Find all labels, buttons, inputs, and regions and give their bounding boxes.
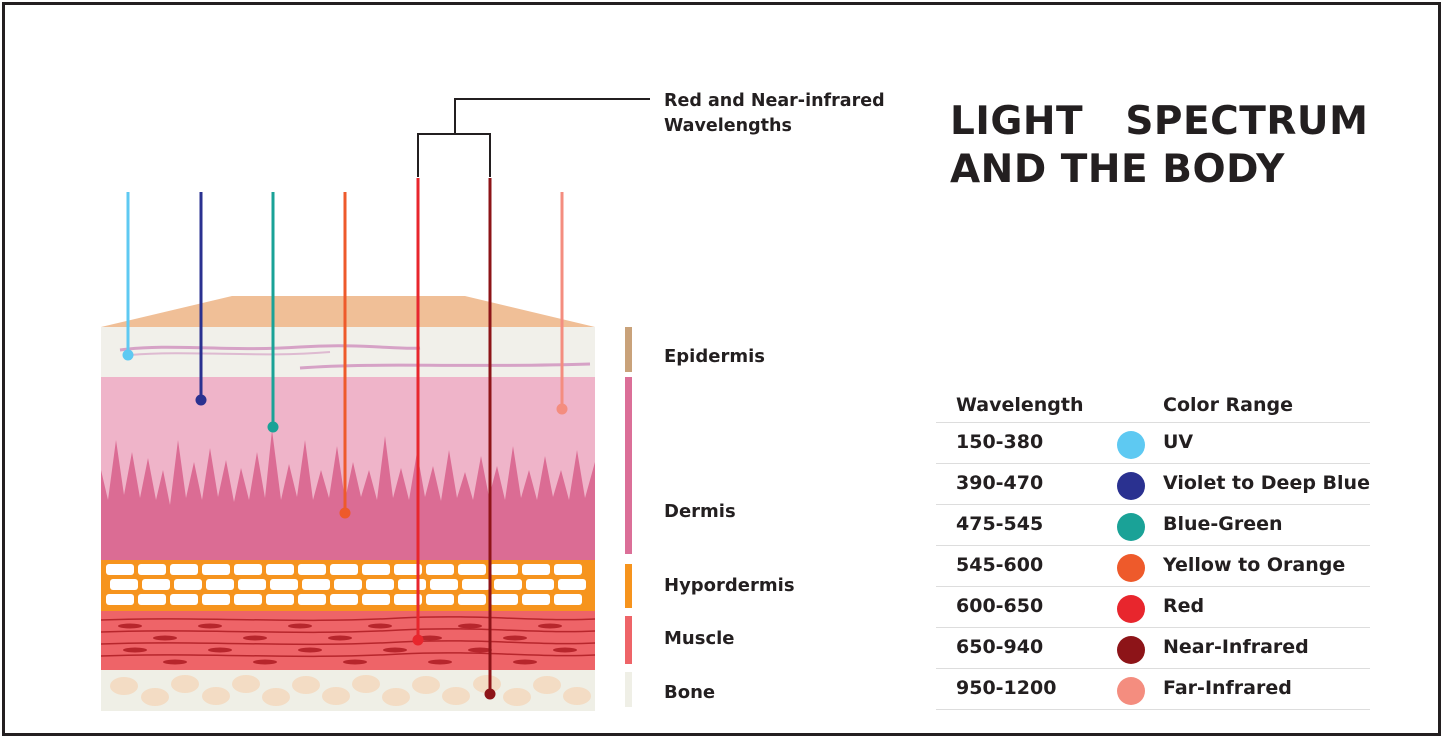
color-swatch [1117,554,1145,582]
epidermis-layer [101,327,595,377]
layer-label-hypodermis: Hypordermis [664,575,795,596]
ray-far-infrared [556,192,568,415]
page-title: LIGHT SPECTRUM AND THE BODY [950,98,1410,194]
row-color-range: Far-Infrared [1163,677,1292,699]
row-wavelength: 950-1200 [956,677,1057,699]
table-header: Wavelength Color Range [936,388,1370,423]
callout-line-2: Wavelengths [664,116,792,136]
table-row: 475-545 Blue-Green [936,505,1370,546]
color-swatch [1117,513,1145,541]
table-row: 390-470 Violet to Deep Blue [936,464,1370,505]
ray-orange [339,192,351,519]
color-swatch [1117,677,1145,705]
color-swatch [1117,595,1145,623]
row-wavelength: 600-650 [956,595,1044,617]
dermis-papillae [101,430,595,560]
bone-bar [625,672,632,707]
muscle-nuclei [118,623,577,665]
header-wavelength: Wavelength [956,394,1084,416]
skin-surface [101,296,595,327]
header-color-range: Color Range [1163,394,1294,416]
row-color-range: Violet to Deep Blue [1163,472,1370,494]
dermis-bar [625,377,632,554]
hypodermis-bar [625,564,632,608]
row-wavelength: 545-600 [956,554,1044,576]
light-rays [122,178,568,700]
row-color-range: UV [1163,431,1194,453]
row-color-range: Blue-Green [1163,513,1283,535]
table-row: 150-380 UV [936,423,1370,464]
row-wavelength: 390-470 [956,472,1044,494]
muscle-bar [625,616,632,664]
ray-blue-green [267,192,279,433]
title-line-2: AND THE BODY [950,147,1285,192]
ray-uv [122,192,134,361]
table-row: 545-600 Yellow to Orange [936,546,1370,587]
bone-cells [110,675,591,706]
row-wavelength: 475-545 [956,513,1044,535]
layer-label-dermis: Dermis [664,501,736,522]
layer-label-muscle: Muscle [664,628,735,649]
ray-near-infrared [484,178,496,700]
row-wavelength: 150-380 [956,431,1044,453]
row-color-range: Red [1163,595,1205,617]
wavelength-table: Wavelength Color Range 150-380 UV 390-47… [936,388,1370,710]
epidermis-bar [625,327,632,372]
color-swatch [1117,636,1145,664]
color-swatch [1117,431,1145,459]
muscle-fibers [101,616,595,658]
title-line-1: LIGHT SPECTRUM [950,99,1369,144]
row-color-range: Near-Infrared [1163,636,1309,658]
table-row: 950-1200 Far-Infrared [936,669,1370,710]
table-row: 600-650 Red [936,587,1370,628]
ray-violet [195,192,207,406]
layer-label-bone: Bone [664,682,716,703]
callout-bracket [417,98,650,177]
layer-label-epidermis: Epidermis [664,346,765,367]
ray-red [412,178,424,646]
row-wavelength: 650-940 [956,636,1044,658]
callout-line-1: Red and Near-infrared [664,91,885,111]
red-nir-callout: Red and Near-infrared Wavelengths [664,89,885,139]
color-swatch [1117,472,1145,500]
row-color-range: Yellow to Orange [1163,554,1346,576]
fat-cells [106,564,586,605]
table-row: 650-940 Near-Infrared [936,628,1370,669]
